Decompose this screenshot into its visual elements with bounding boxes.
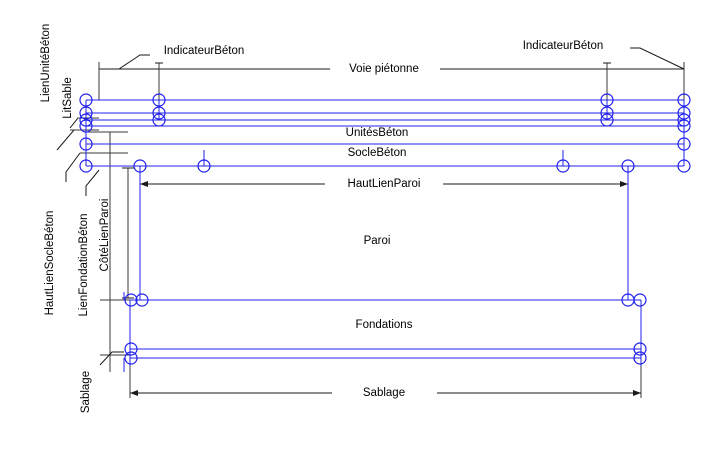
node-connector bbox=[152, 106, 166, 120]
node-connector bbox=[633, 351, 647, 365]
sablage-left-leader bbox=[99, 351, 124, 366]
indicateur-beton-right-leader bbox=[630, 47, 685, 70]
node-connector bbox=[600, 113, 614, 127]
node-connector bbox=[124, 351, 138, 365]
node-connector bbox=[677, 93, 691, 107]
label-paroi: Paroi bbox=[364, 235, 391, 247]
label-indicateur-beton-right: IndicateurBéton bbox=[523, 40, 604, 52]
label-group-vertical: LienUnitéBéton LitSable HautLienSocleBét… bbox=[40, 24, 111, 413]
dimension-group-left bbox=[56, 117, 134, 372]
node-connector bbox=[79, 93, 93, 107]
node-connector bbox=[79, 137, 93, 151]
node-connector bbox=[124, 342, 138, 356]
label-socle-beton: SocleBéton bbox=[348, 147, 407, 159]
node-connector bbox=[79, 159, 93, 173]
label-sablage-bottom: Sablage bbox=[363, 387, 405, 399]
haut-lien-paroi-arrow-left bbox=[140, 181, 148, 187]
node-connector bbox=[677, 119, 691, 133]
node-connector bbox=[621, 159, 635, 173]
node-connector bbox=[600, 93, 614, 107]
node-connector bbox=[677, 137, 691, 151]
node-connector bbox=[633, 293, 647, 307]
label-indicateur-beton-left: IndicateurBéton bbox=[164, 45, 245, 57]
label-sablage-left: Sablage bbox=[80, 371, 92, 413]
node-connector bbox=[152, 113, 166, 127]
label-haut-lien-socle-beton: HautLienSocleBéton bbox=[44, 211, 56, 316]
node-connector bbox=[79, 113, 93, 127]
node-connector bbox=[677, 159, 691, 173]
label-lien-unite-beton: LienUnitéBéton bbox=[40, 24, 52, 103]
dimension-group-haut-lien-paroi bbox=[140, 181, 628, 187]
sablage-arrow-left bbox=[130, 390, 138, 396]
node-connector bbox=[124, 293, 138, 307]
indicateur-beton-left-leader bbox=[118, 54, 150, 70]
label-cote-lien-paroi: CôtéLienParoi bbox=[99, 199, 111, 272]
haut-lien-paroi-arrow-right bbox=[620, 181, 628, 187]
label-group-horizontal: IndicateurBéton IndicateurBéton Voie pié… bbox=[164, 40, 604, 399]
label-voie-pietonne: Voie piétonne bbox=[349, 63, 419, 75]
lien-fondation-leader bbox=[85, 169, 100, 196]
node-connector bbox=[197, 159, 211, 173]
node-connector bbox=[677, 113, 691, 127]
label-fondations: Fondations bbox=[356, 319, 413, 331]
label-haut-lien-paroi: HautLienParoi bbox=[348, 178, 421, 190]
label-lien-fondation-beton: LienFondationBéton bbox=[78, 214, 90, 317]
label-lit-sable: LitSable bbox=[62, 77, 74, 119]
structure-group bbox=[79, 93, 691, 372]
label-unites-beton: UnitésBéton bbox=[346, 127, 409, 139]
haut-lien-socle-leader bbox=[65, 152, 81, 182]
node-connector bbox=[79, 119, 93, 133]
node-connector bbox=[135, 293, 149, 307]
dimension-group-top bbox=[98, 47, 685, 104]
node-connector bbox=[633, 342, 647, 356]
node-connector bbox=[133, 159, 147, 173]
node-connector bbox=[677, 106, 691, 120]
node-connector bbox=[79, 106, 93, 120]
sablage-arrow-right bbox=[633, 390, 641, 396]
node-connector bbox=[152, 93, 166, 107]
node-connector bbox=[556, 159, 570, 173]
node-connector bbox=[600, 106, 614, 120]
